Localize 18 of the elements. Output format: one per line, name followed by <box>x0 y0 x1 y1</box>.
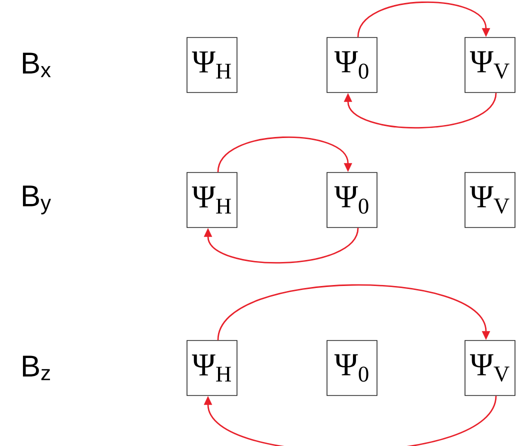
arrow <box>217 136 352 172</box>
state-box: Ψ$_{H}$ <box>186 340 238 396</box>
arrow <box>204 396 497 446</box>
axis-label: B$_{z}$ <box>22 356 50 380</box>
arrow <box>357 2 490 38</box>
state-box: Ψ$_{H}$ <box>186 37 238 93</box>
state-box: Ψ$_{V}$ <box>464 340 516 396</box>
state-box: Ψ$_{V}$ <box>464 37 516 93</box>
state-box: Ψ$_{0}$ <box>326 340 378 396</box>
state-box: Ψ$_{0}$ <box>326 172 378 228</box>
state-box: Ψ$_{H}$ <box>186 172 238 228</box>
state-box: Ψ$_{0}$ <box>326 37 378 93</box>
axis-label: B$_{y}$ <box>22 186 51 214</box>
arrow <box>204 228 359 264</box>
arrow <box>217 284 490 340</box>
axis-label: B$_{x}$ <box>22 52 51 78</box>
arrow <box>344 92 497 128</box>
state-box: Ψ$_{V}$ <box>464 172 516 228</box>
